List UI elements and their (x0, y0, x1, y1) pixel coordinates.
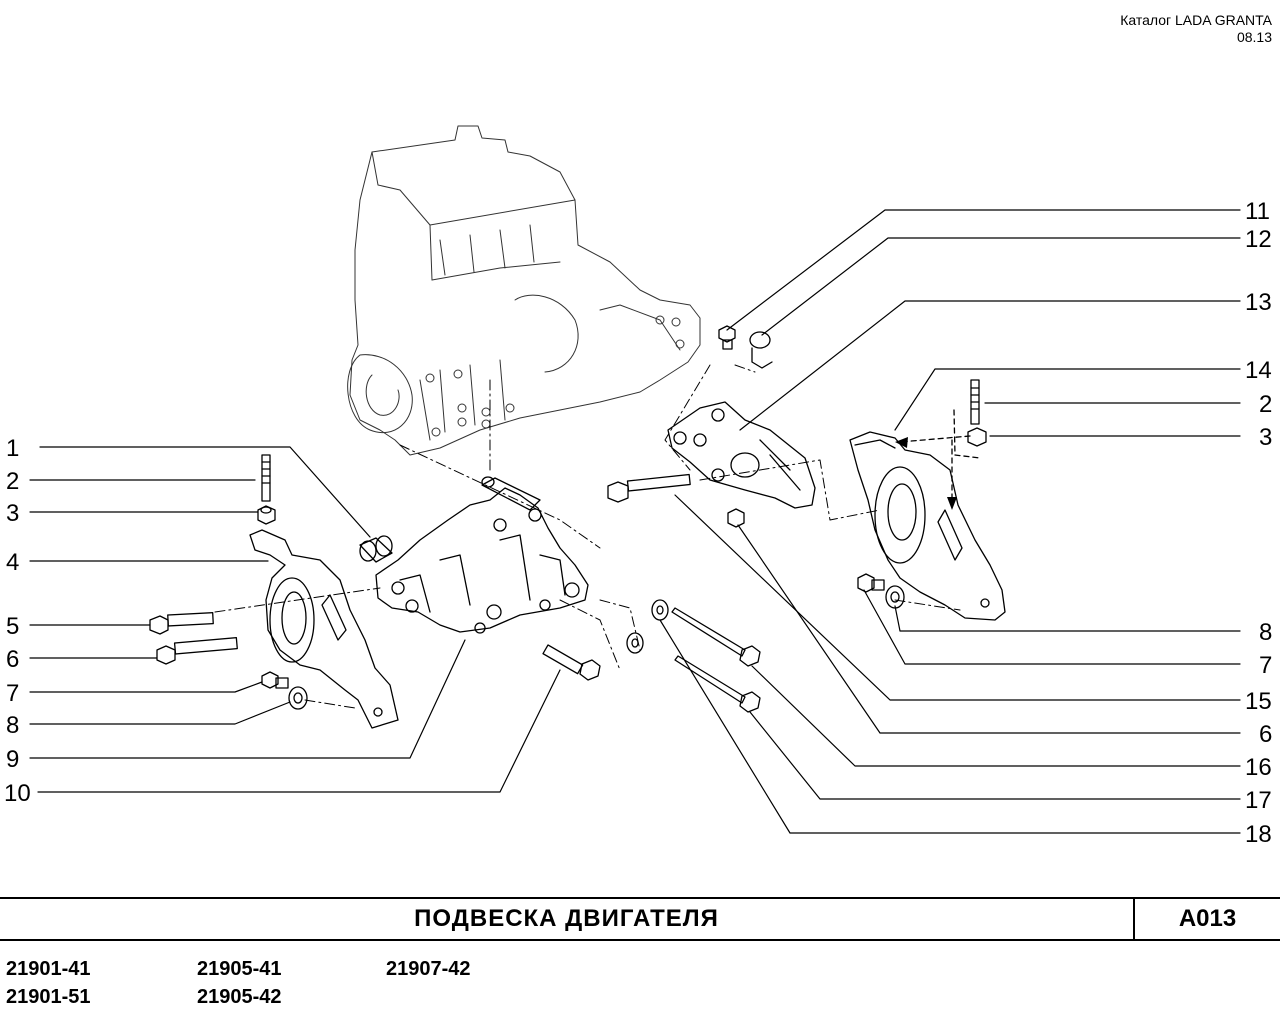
arrow-heads (895, 437, 957, 510)
callout-6-right: 6 (1259, 721, 1272, 748)
washer-16 (651, 599, 669, 621)
bolt-7-left (261, 671, 289, 689)
title-divider (1133, 899, 1135, 939)
right-washer-8 (885, 585, 905, 609)
page-code: A013 (1178, 905, 1237, 932)
callout-11: 11 (1245, 198, 1270, 225)
catalog-title: Каталог LADA GRANTA (1120, 12, 1272, 28)
bolt-17 (674, 655, 761, 713)
callout-12: 12 (1245, 226, 1272, 253)
callout-15: 15 (1245, 688, 1272, 715)
nut-6-right (727, 508, 745, 528)
callout-18: 18 (1245, 821, 1272, 848)
callout-4: 4 (6, 549, 19, 576)
engine-mount-diagram: 1 2 3 4 5 6 7 8 9 10 11 12 13 14 2 3 8 7… (4, 125, 1272, 848)
part-14-right-mount (849, 431, 1006, 621)
left-stud-2 (261, 454, 271, 502)
clip-12 (749, 331, 773, 369)
part-1-bushing (359, 535, 393, 563)
callout-5: 5 (6, 613, 19, 640)
callouts-right: 11 12 13 14 2 3 8 7 15 6 16 17 18 (1245, 198, 1272, 848)
engine-outline (347, 125, 701, 456)
callout-2-right: 2 (1259, 391, 1272, 418)
callout-16: 16 (1245, 754, 1272, 781)
callout-6-left: 6 (6, 646, 19, 673)
part-4-left-mount (249, 529, 399, 729)
bolt-11 (718, 325, 736, 350)
model-code: 21901-41 (6, 958, 91, 980)
title-bar: ПОДВЕСКА ДВИГАТЕЛЯ A013 (0, 897, 1280, 941)
bolt-6 (156, 636, 238, 665)
bolt-16 (671, 607, 761, 667)
model-code: 21905-41 (197, 958, 282, 980)
callout-10: 10 (4, 780, 31, 807)
washer-8-left (288, 686, 308, 710)
callout-1: 1 (6, 435, 19, 462)
leader-lines (29, 209, 1241, 834)
callout-17: 17 (1245, 787, 1272, 814)
callout-7-left: 7 (6, 680, 19, 707)
bolt-5 (149, 612, 214, 635)
alignment-lines (214, 364, 961, 709)
washer-18 (626, 632, 644, 654)
right-stud-2 (970, 379, 980, 425)
callout-3-right: 3 (1259, 424, 1272, 451)
callout-8-left: 8 (6, 712, 19, 739)
callout-8-right: 8 (1259, 619, 1272, 646)
right-bolt-7 (857, 573, 885, 593)
bolt-10 (542, 644, 601, 681)
callout-14: 14 (1245, 357, 1272, 384)
part-9-bracket (375, 476, 589, 634)
right-mount-arrows (899, 409, 981, 506)
page-title: ПОДВЕСКА ДВИГАТЕЛЯ (414, 905, 719, 932)
catalog-header: Каталог LADA GRANTA 08.13 (1120, 12, 1272, 46)
callout-9: 9 (6, 746, 19, 773)
callout-2-left: 2 (6, 468, 19, 495)
callout-7-right: 7 (1259, 652, 1272, 679)
model-code: 21901-51 (6, 986, 91, 1008)
model-code: 21907-42 (386, 958, 471, 980)
model-code: 21905-42 (197, 986, 282, 1008)
callouts-left: 1 2 3 4 5 6 7 8 9 10 (4, 435, 31, 807)
right-nut-3 (967, 427, 987, 447)
callout-3-left: 3 (6, 500, 19, 527)
left-nut-3 (257, 505, 276, 525)
callout-13: 13 (1245, 289, 1272, 316)
bolt-15 (607, 473, 691, 503)
part-13-right-bracket (667, 401, 816, 509)
catalog-date: 08.13 (1236, 29, 1272, 45)
